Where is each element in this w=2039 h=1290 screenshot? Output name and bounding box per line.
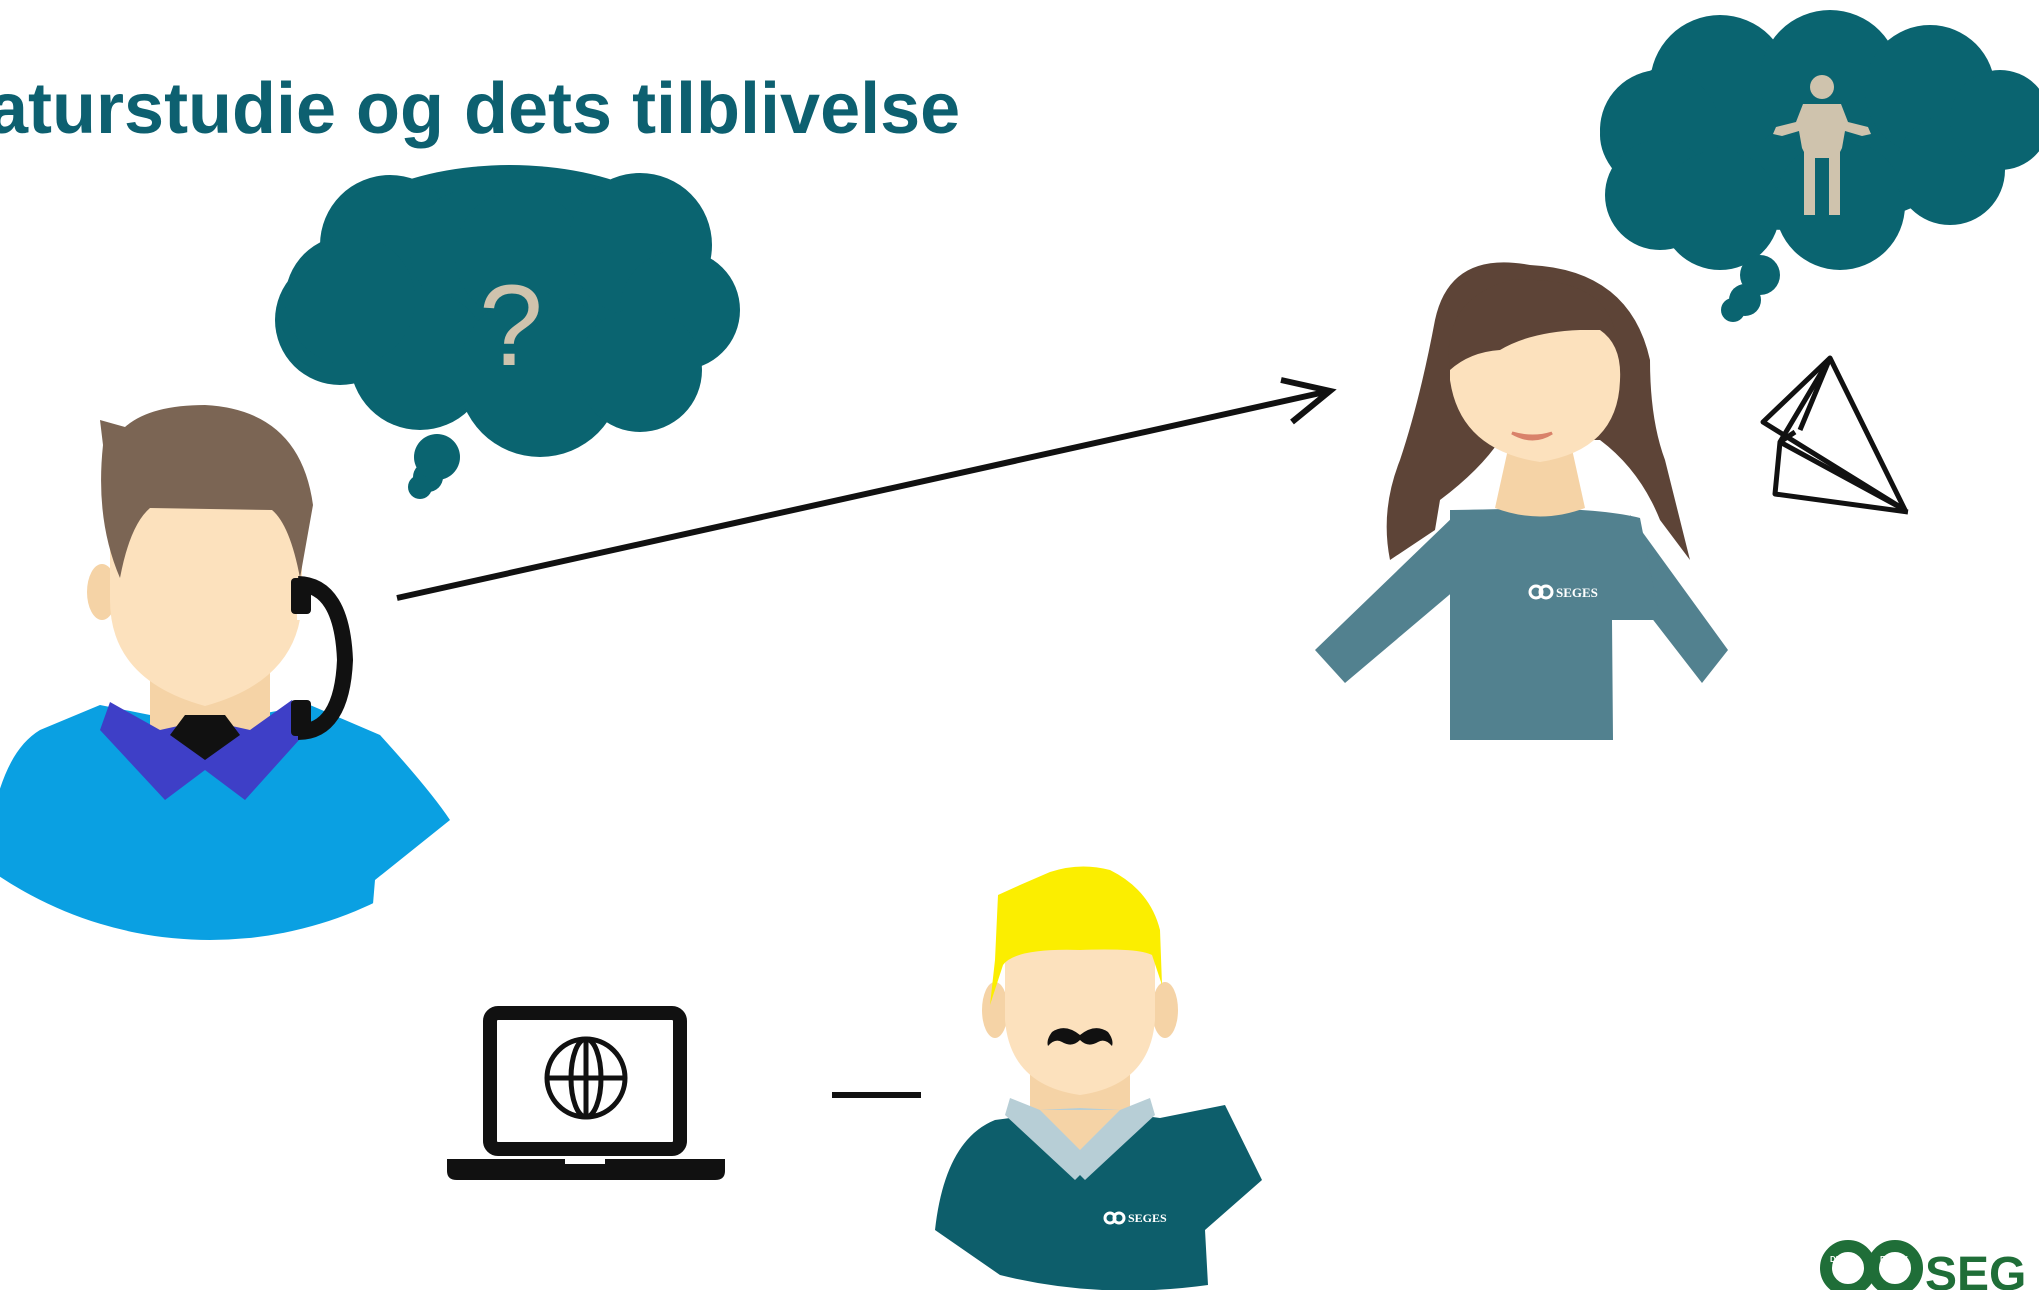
- advisor-shirt: [935, 1105, 1262, 1290]
- person-shrug-icon: [1773, 75, 1871, 215]
- woman-shirt: [1450, 508, 1660, 740]
- thought-bubble-right: [1600, 10, 2039, 322]
- logo-ring-text-right: FØDEV: [1880, 1255, 1908, 1264]
- slide-title: aturstudie og dets tilblivelse: [0, 69, 961, 149]
- globe-icon: [544, 1036, 628, 1120]
- man-hair: [100, 405, 313, 578]
- seges-shirt-logo: SEGES: [1528, 584, 1598, 600]
- caller-man: [0, 405, 450, 940]
- seges-advisor: SEGES: [935, 866, 1262, 1290]
- thought-bubble-left: ?: [275, 165, 740, 499]
- laptop-globe-icon: [447, 1006, 725, 1180]
- logo-wordmark: SEG: [1925, 1248, 2026, 1290]
- logo-ring-text-left: DBRUG: [1830, 1255, 1859, 1264]
- paper-plane-icon: [1760, 355, 1909, 515]
- seges-corner-logo: DBRUG FØDEV SEG: [1820, 1240, 2026, 1290]
- svg-text:SEGES: SEGES: [1128, 1211, 1167, 1225]
- man-face: [110, 465, 302, 706]
- seges-shirt-logo-advisor: SEGES: [1103, 1211, 1167, 1225]
- moustache: [1047, 1028, 1113, 1046]
- svg-text:SEGES: SEGES: [1556, 585, 1598, 600]
- woman-face: [1450, 330, 1621, 462]
- advisor-face: [1005, 922, 1155, 1095]
- question-mark-icon: ?: [479, 262, 543, 390]
- advisor-hair: [990, 866, 1162, 1005]
- telephone-handset-icon: [291, 576, 354, 740]
- call-arrow: [396, 377, 1337, 601]
- seges-woman: SEGES: [1315, 262, 1728, 740]
